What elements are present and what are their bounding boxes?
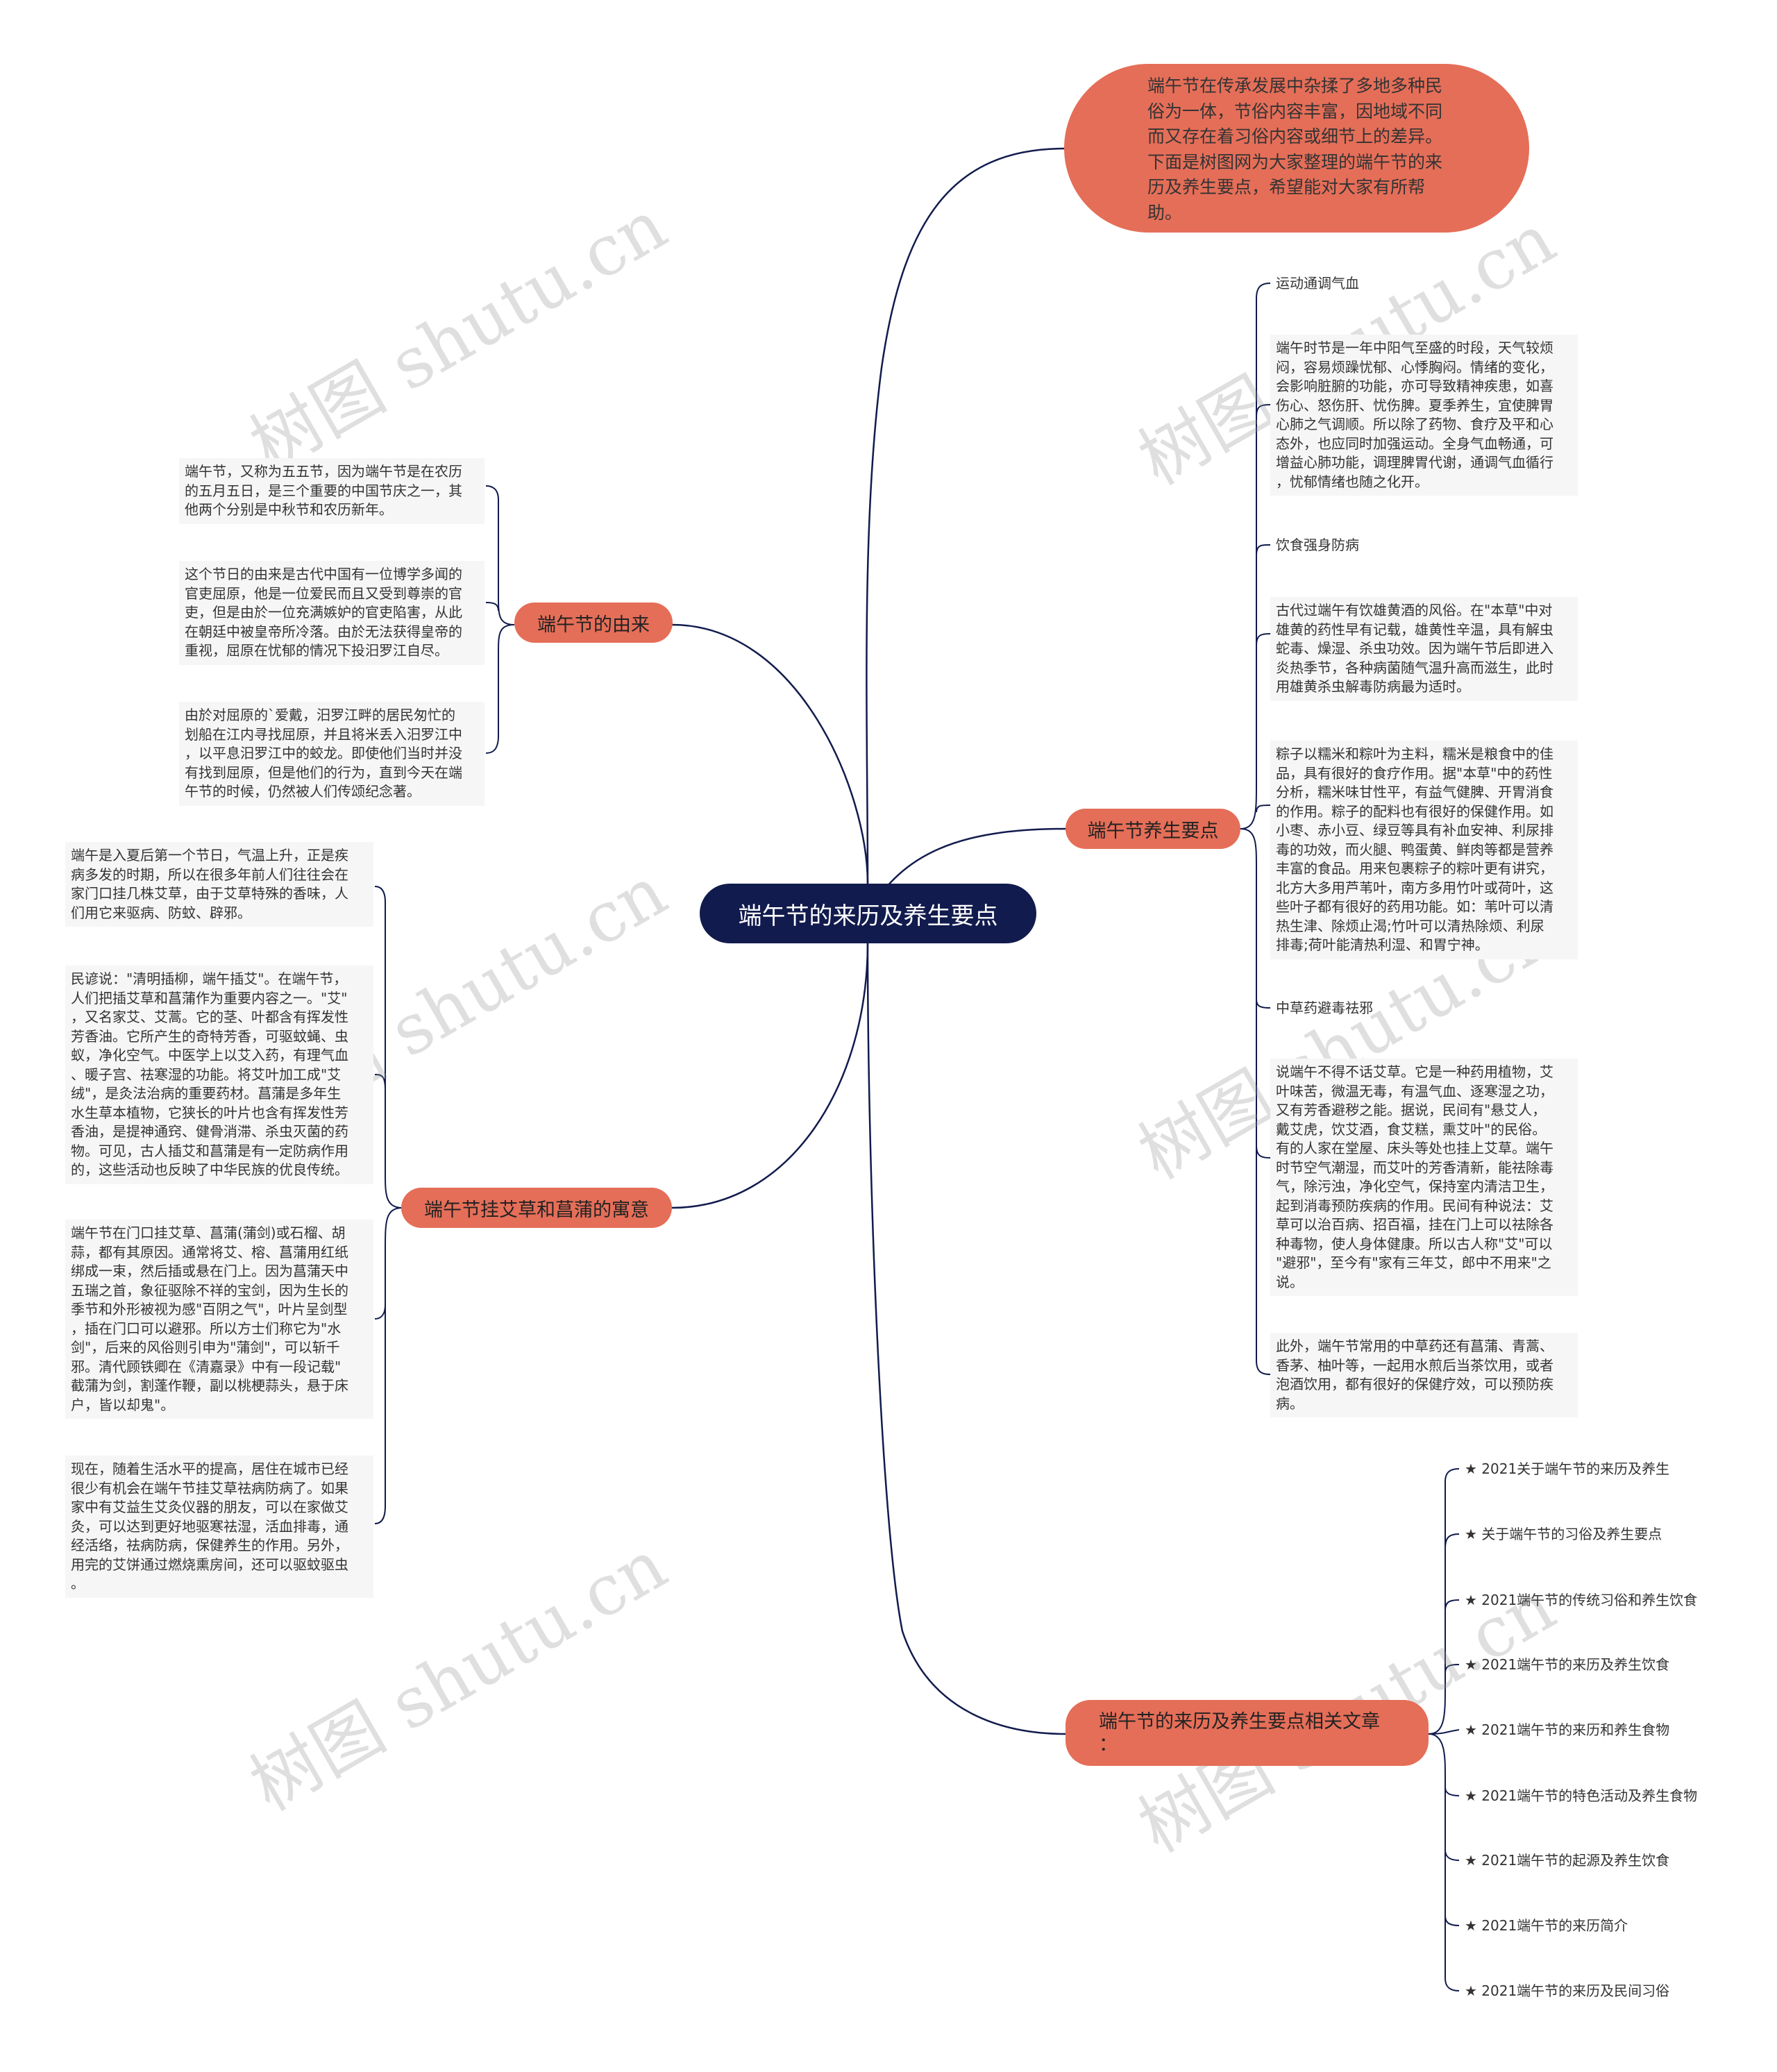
article-link[interactable]: ★ 2021端午节的特色活动及养生食物 xyxy=(1465,1787,1698,1804)
leaf-mugwort-4: 现在，随着生活水平的提高，居住在城市已经 很少有机会在端午节挂艾草祛病防病了。如… xyxy=(65,1456,373,1598)
article-link[interactable]: ★ 2021端午节的来历和养生食物 xyxy=(1465,1721,1670,1738)
article-link[interactable]: ★ 2021端午节的来历及民间习俗 xyxy=(1465,1982,1670,1999)
article-link[interactable]: ★ 2021端午节的传统习俗和养生饮食 xyxy=(1465,1592,1698,1608)
leaf-health-1: 端午时节是一年中阳气至盛的时段，天气较烦 闷，容易烦躁忧郁、心悸胸闷。情绪的变化… xyxy=(1270,335,1578,496)
intro-node[interactable]: 端午节在传承发展中杂揉了多地多种民俗为一体，节俗内容丰富，因地域不同而又存在着习… xyxy=(1064,64,1529,233)
label-herbs: 中草药避毒祛邪 xyxy=(1276,1000,1373,1016)
root-node[interactable]: 端午节的来历及养生要点 xyxy=(700,884,1036,943)
article-link[interactable]: ★ 2021端午节的来历简介 xyxy=(1465,1917,1628,1934)
leaf-origin-2: 这个节日的由来是古代中国有一位博学多闻的 官吏屈原，他是一位爱民而且又受到尊崇的… xyxy=(179,561,485,665)
label-exercise: 运动通调气血 xyxy=(1276,275,1359,292)
leaf-health-4: 说端午不得不话艾草。它是一种药用植物，艾 叶味苦，微温无毒，有温气血、逐寒湿之功… xyxy=(1270,1059,1578,1296)
branch-label: 端午节的由来 xyxy=(537,614,650,636)
leaf-health-5: 此外，端午节常用的中草药还有菖蒲、青蒿、 香茅、柚叶等，一起用水煎后当茶饮用，或… xyxy=(1270,1333,1578,1417)
leaf-origin-1: 端午节，又称为五五节，因为端午节是在农历 的五月五日，是三个重要的中国节庆之一，… xyxy=(179,458,485,524)
branch-label: 端午节的来历及养生要点相关文章 ： xyxy=(1099,1710,1380,1755)
leaf-health-3: 粽子以糯米和粽叶为主料，糯米是粮食中的佳 品，具有很好的食疗作用。据"本草"中的… xyxy=(1270,741,1578,959)
branch-label: 端午节养生要点 xyxy=(1087,820,1219,842)
branch-origin[interactable]: 端午节的由来 xyxy=(514,603,673,643)
label-diet: 饮食强身防病 xyxy=(1276,537,1359,553)
leaf-health-2: 古代过端午有饮雄黄酒的风俗。在"本草"中对 雄黄的药性早有记载，雄黄性辛温，具有… xyxy=(1270,597,1578,701)
leaf-mugwort-2: 民谚说："清明插柳，端午插艾"。在端午节， 人们把插艾草和菖蒲作为重要内容之一。… xyxy=(65,966,373,1184)
article-link[interactable]: ★ 2021关于端午节的来历及养生 xyxy=(1465,1460,1670,1477)
article-link[interactable]: ★ 关于端午节的习俗及养生要点 xyxy=(1465,1526,1662,1542)
leaf-mugwort-3: 端午节在门口挂艾草、菖蒲(蒲剑)或石榴、胡 蒜，都有其原因。通常将艾、榕、菖蒲用… xyxy=(65,1220,373,1419)
article-link[interactable]: ★ 2021端午节的起源及养生饮食 xyxy=(1465,1852,1670,1869)
branch-articles[interactable]: 端午节的来历及养生要点相关文章 ： xyxy=(1066,1700,1429,1766)
leaf-origin-3: 由於对屈原的`爱戴，汨罗江畔的居民匆忙的 划船在江内寻找屈原，并且将米丢入汨罗江… xyxy=(179,702,485,806)
branch-label: 端午节挂艾草和菖蒲的寓意 xyxy=(424,1199,649,1221)
leaf-mugwort-1: 端午是入夏后第一个节日，气温上升，正是疾 病多发的时期，所以在很多年前人们往往会… xyxy=(65,842,373,927)
article-link[interactable]: ★ 2021端午节的来历及养生饮食 xyxy=(1465,1656,1670,1673)
branch-mugwort[interactable]: 端午节挂艾草和菖蒲的寓意 xyxy=(401,1188,672,1228)
branch-health[interactable]: 端午节养生要点 xyxy=(1066,809,1240,849)
